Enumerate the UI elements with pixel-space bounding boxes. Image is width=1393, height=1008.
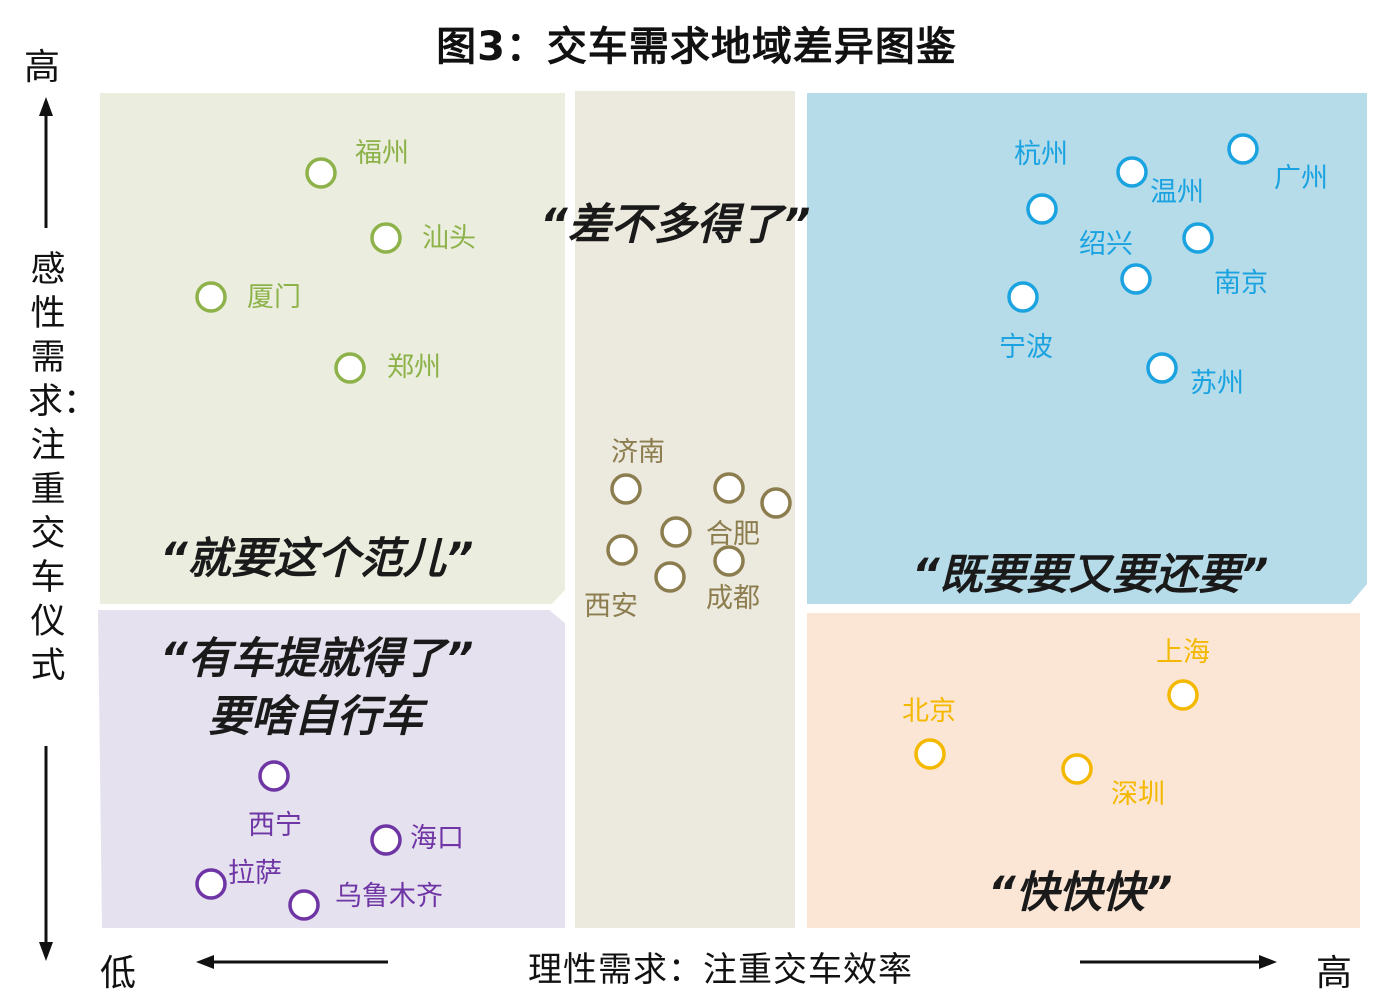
slogan-bottom-left-line2: 要啥自行车 (208, 692, 423, 742)
marker-hefei-2 (760, 487, 792, 519)
city-label-shenzhen: 深圳 (1111, 779, 1165, 810)
marker-wenzhou (1116, 156, 1148, 188)
city-label-jinan: 济南 (611, 437, 665, 468)
y-axis-arrowhead-up (39, 97, 53, 116)
marker-hefei-3 (660, 516, 692, 548)
x-axis-high-label: 高 (1316, 953, 1353, 994)
city-label-xiamen: 厦门 (247, 282, 301, 313)
city-label-hefei: 合肥 (706, 519, 760, 550)
marker-chengdu (713, 545, 745, 577)
marker-hangzhou (1026, 193, 1058, 225)
marker-shenzhen (1061, 753, 1093, 785)
slogan-middle: “差不多得了” (540, 200, 811, 250)
marker-shanghai (1167, 679, 1199, 711)
city-label-beijing: 北京 (902, 696, 956, 727)
city-label-guangzhou: 广州 (1274, 163, 1328, 194)
city-label-xian: 西安 (584, 591, 638, 622)
marker-beijing (914, 738, 946, 770)
marker-xian (606, 534, 638, 566)
city-label-shaoxing: 绍兴 (1079, 229, 1133, 260)
marker-haikou (370, 824, 402, 856)
panel-top-right (807, 93, 1367, 604)
marker-xining (258, 760, 290, 792)
marker-urumqi (288, 889, 320, 921)
city-label-haikou: 海口 (410, 823, 464, 854)
marker-shaoxing (1120, 263, 1152, 295)
slogan-bottom-right: “快快快” (988, 868, 1173, 918)
panel-top-left (100, 93, 565, 604)
slogan-bottom-left-line1: “有车提就得了” (160, 634, 474, 684)
marker-lasa (195, 868, 227, 900)
x-axis-arrowhead-left (196, 955, 214, 969)
marker-ningbo (1007, 281, 1039, 313)
city-label-shantou: 汕头 (422, 223, 476, 254)
marker-guangzhou (1227, 133, 1259, 165)
y-axis-label: 感性需求：注重交车仪式 (28, 250, 99, 686)
marker-xiamen (195, 281, 227, 313)
city-label-shanghai: 上海 (1156, 637, 1210, 668)
city-label-lasa: 拉萨 (228, 858, 282, 889)
diagram-title: 图3：交车需求地域差异图鉴 (436, 24, 957, 70)
x-axis-low-label: 低 (100, 953, 137, 994)
city-label-zhengzhou: 郑州 (387, 352, 441, 383)
y-axis-high-label: 高 (24, 47, 61, 88)
city-label-xining: 西宁 (248, 810, 302, 841)
marker-hefei-1 (713, 472, 745, 504)
x-axis-label: 理性需求：注重交车效率 (528, 950, 913, 990)
x-axis-arrowhead-right (1259, 955, 1277, 969)
panel-bottom-left (98, 610, 565, 928)
city-label-chengdu: 成都 (706, 583, 760, 614)
city-label-urumqi: 乌鲁木齐 (335, 881, 443, 912)
marker-jinan (610, 473, 642, 505)
city-label-suzhou: 苏州 (1190, 368, 1244, 399)
marker-suzhou (1146, 352, 1178, 384)
panel-middle (575, 91, 795, 928)
y-axis-arrowhead-down (39, 942, 53, 961)
slogan-top-right: “既要要又要还要” (912, 550, 1269, 600)
marker-shantou (370, 222, 402, 254)
city-label-hangzhou: 杭州 (1014, 139, 1068, 170)
marker-zhengzhou (334, 352, 366, 384)
city-label-wenzhou: 温州 (1150, 177, 1204, 208)
city-label-nanjing: 南京 (1214, 268, 1268, 299)
slogan-top-left: “就要这个范儿” (160, 534, 474, 584)
marker-fuzhou (305, 157, 337, 189)
marker-nanjing (1182, 222, 1214, 254)
city-label-fuzhou: 福州 (355, 138, 409, 169)
city-label-ningbo: 宁波 (999, 332, 1053, 363)
marker-middle-extra (654, 561, 686, 593)
